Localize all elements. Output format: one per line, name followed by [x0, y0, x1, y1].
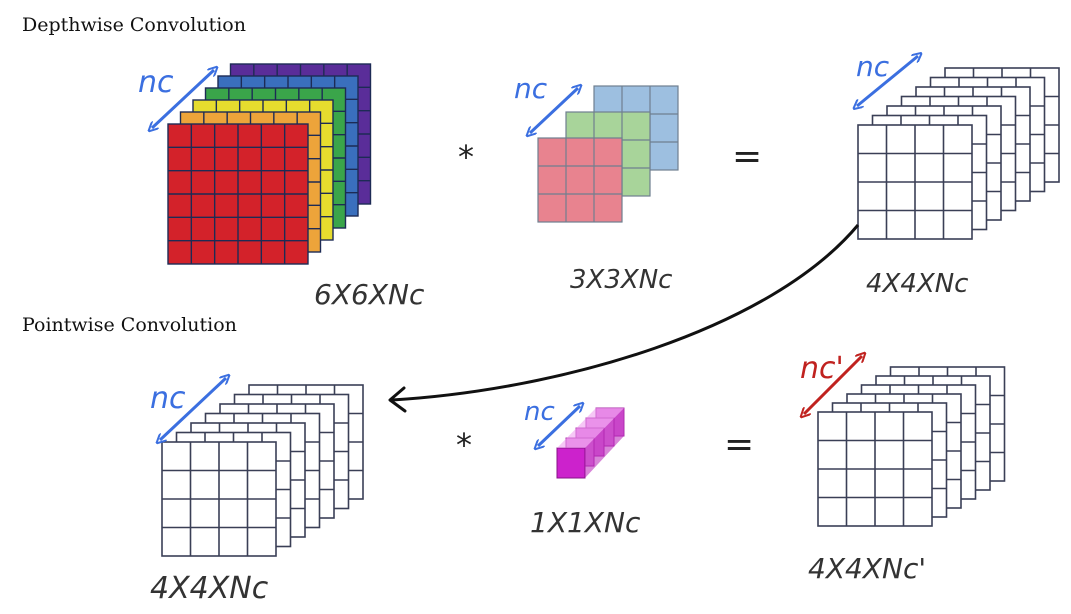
pointwise-output-volume: [817, 366, 1006, 527]
filter-layer: [537, 137, 623, 223]
pointwise-equals-operator: =: [724, 424, 754, 465]
output-layer: [161, 441, 277, 557]
pointwise-multiply-operator: *: [456, 426, 472, 464]
output-layer: [817, 411, 933, 527]
pointwise-input-dims: 4X4XNc: [150, 571, 269, 606]
pointwise-filter-volume: [556, 407, 625, 479]
input-depth-label: nc: [138, 65, 174, 100]
depthwise-input-volume: [167, 63, 372, 265]
pw-filter-depth-arrow: [538, 406, 580, 446]
transfer-arrow-head: [388, 386, 407, 413]
pw-filter-depth-label: nc: [524, 397, 555, 427]
pw-output-depth-arrow: [804, 356, 862, 414]
output-layer: [857, 124, 973, 240]
depthwise-heading: Depthwise Convolution: [22, 14, 246, 36]
filter-depth-label: nc: [514, 72, 548, 105]
depthwise-equals-operator: =: [732, 136, 762, 177]
pointwise-output-dims: 4X4XNc': [808, 552, 926, 585]
dw-output-depth-label: nc: [856, 50, 890, 83]
pw-input-depth-arrow: [160, 378, 226, 440]
input-depth-arrow: [152, 70, 214, 128]
pointwise-heading: Pointwise Convolution: [22, 314, 237, 336]
input-layer: [167, 123, 309, 265]
pw-output-depth-label: nc': [800, 351, 844, 386]
pointwise-input-volume: [161, 384, 364, 557]
depthwise-output-dims: 4X4XNc: [866, 269, 968, 299]
depthwise-filter-dims: 3X3XNc: [570, 265, 672, 295]
pointwise-filter-dims: 1X1XNc: [530, 506, 641, 539]
depthwise-output-volume: [857, 67, 1060, 240]
depthwise-input-dims: 6X6XNc: [314, 278, 425, 311]
filter-depth-arrow: [530, 88, 578, 133]
dw-output-depth-arrow: [857, 56, 918, 106]
depthwise-multiply-operator: *: [458, 138, 474, 176]
pw-input-depth-label: nc: [150, 381, 186, 416]
transfer-arrow: [391, 224, 860, 402]
